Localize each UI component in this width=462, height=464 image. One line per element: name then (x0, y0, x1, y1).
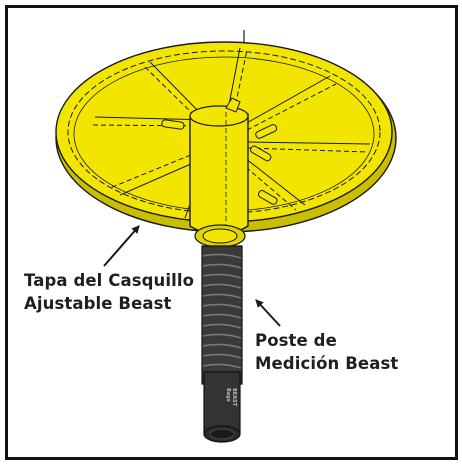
post-arrow (256, 300, 280, 326)
cap-label-line1: Tapa del Casquillo (24, 269, 194, 292)
post-label-line2: Medición Beast (255, 352, 398, 375)
hub-top (190, 106, 248, 126)
cap-label: Tapa del Casquillo Ajustable Beast (24, 269, 194, 315)
hub-socket-inner (203, 229, 237, 243)
post-label-line1: Poste de (255, 329, 398, 352)
cap-label-line2: Ajustable Beast (24, 292, 194, 315)
post-label: Poste de Medición Beast (255, 329, 398, 375)
cap-arrow (104, 226, 139, 266)
cap-hub (190, 110, 248, 235)
post-end-inner (210, 429, 234, 439)
post-marking-line2: Bags (225, 388, 231, 402)
